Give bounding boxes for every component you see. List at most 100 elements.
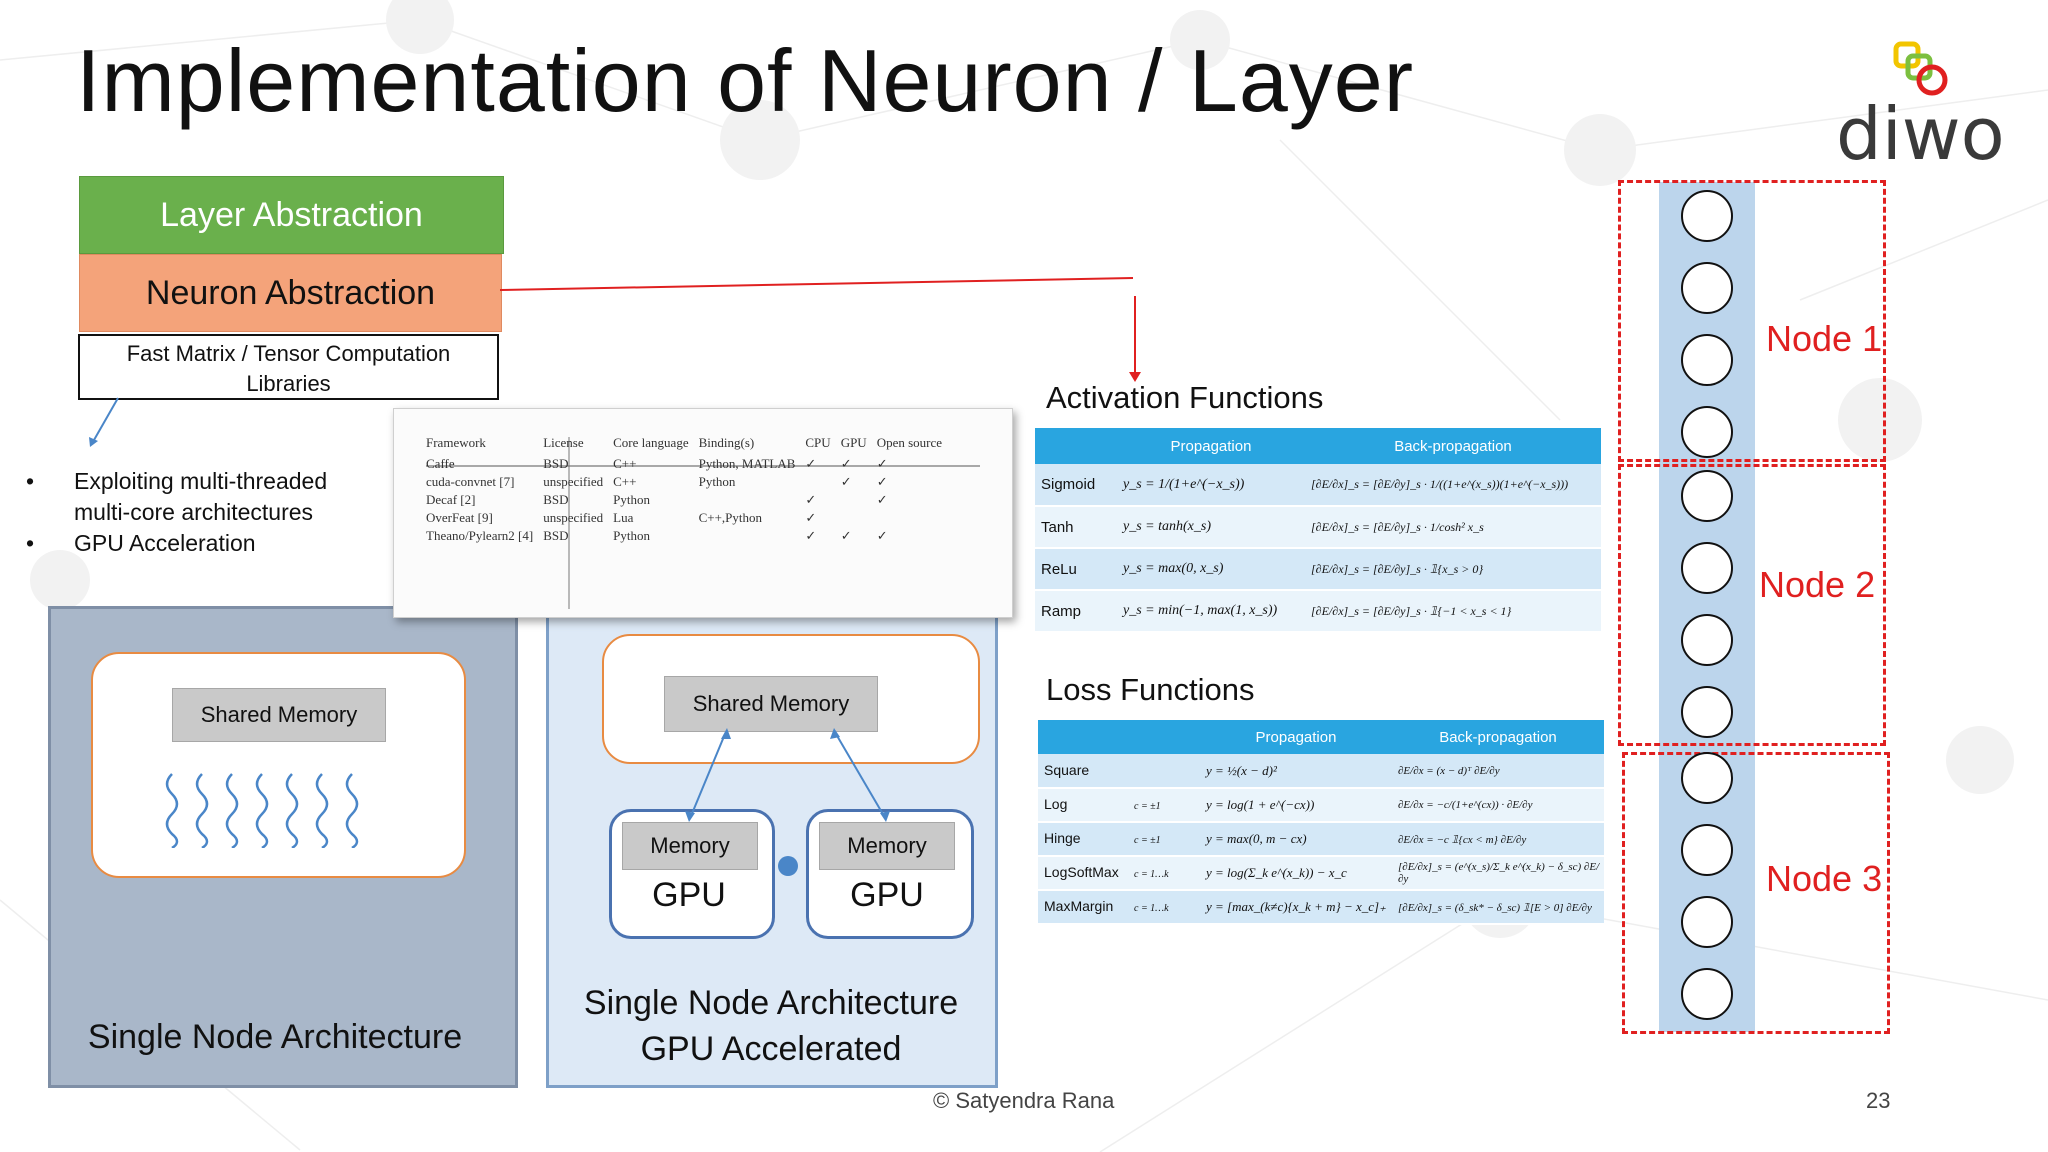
activation-header-backprop: Back-propagation	[1305, 428, 1601, 464]
footer-copyright: © Satyendra Rana	[933, 1088, 1115, 1113]
single-node-caption: Single Node Architecture	[87, 1018, 463, 1056]
framework-cell: C++,Python	[698, 510, 763, 525]
activation-backprop: [∂E/∂x]_s = [∂E/∂y]_s · 𝟙{x_s > 0}	[1305, 548, 1601, 591]
framework-cell	[699, 527, 806, 545]
loss-header-blank	[1038, 720, 1200, 754]
diwo-logo-mark	[1893, 41, 1948, 96]
neuron-abstraction-label: Neuron Abstraction	[145, 273, 436, 312]
gpu1-memory: Memory	[622, 822, 758, 870]
framework-cell: Python	[613, 492, 650, 507]
activation-name: Tanh	[1035, 506, 1117, 549]
bullet-gpu: GPU Acceleration	[26, 528, 327, 559]
loss-backprop: [∂E/∂x]_s = (δ_sk* − δ_sc) 𝟙[E > 0] ∂E/∂…	[1392, 890, 1604, 925]
neuron-circle	[1681, 470, 1733, 522]
framework-header-cell: Binding(s)	[698, 435, 755, 450]
activation-propagation: y_s = max(0, x_s)	[1117, 548, 1305, 591]
node2-label: Node 2	[1759, 564, 1876, 605]
single-node-shared-memory: Shared Memory	[172, 688, 386, 742]
loss-propagation: y = max(0, m − cx)	[1200, 822, 1392, 857]
loss-name: LogSoftMax	[1044, 864, 1119, 880]
neuron-circle	[1681, 686, 1733, 738]
activation-propagation: y_s = 1/(1+e^(−x_s))	[1117, 464, 1305, 507]
framework-cell: Theano/Pylearn2 [4]	[426, 528, 534, 543]
libraries-box: Fast Matrix / Tensor Computation Librari…	[78, 334, 499, 400]
framework-cell: Python	[698, 474, 736, 489]
framework-cell: Python, MATLAB	[698, 456, 796, 471]
neuron-circle	[1681, 542, 1733, 594]
framework-cell: Lua	[613, 510, 634, 525]
framework-cell: BSD	[543, 492, 569, 507]
loss-name: Hinge	[1044, 830, 1081, 846]
framework-cell: ✓	[805, 528, 817, 543]
loss-propagation: y = log(Σ_k e^(x_k)) − x_c	[1200, 856, 1392, 891]
framework-cell: unspecified	[543, 474, 604, 489]
loss-header-backprop: Back-propagation	[1392, 720, 1604, 754]
framework-cell	[699, 491, 806, 509]
framework-cell: ✓	[840, 456, 852, 471]
framework-cell: ✓	[876, 474, 888, 489]
framework-cell: ✓	[876, 528, 888, 543]
framework-cell: BSD	[543, 528, 569, 543]
framework-cell: Decaf [2]	[426, 492, 476, 507]
loss-backprop: ∂E/∂x = −c 𝟙{cx < m} ∂E/∂y	[1392, 822, 1604, 857]
neuron-circle	[1681, 968, 1733, 1020]
neuron-abstraction-box: Neuron Abstraction	[79, 254, 502, 332]
framework-table-rules	[426, 437, 980, 609]
framework-cell: ✓	[805, 492, 817, 507]
loss-class-range: c = 1…k	[1134, 869, 1169, 880]
activation-heading: Activation Functions	[1046, 380, 1324, 415]
node3-region	[1622, 752, 1890, 1034]
activation-backprop: [∂E/∂x]_s = [∂E/∂y]_s · 1/((1+e^(x_s))(1…	[1305, 464, 1601, 507]
framework-cell	[877, 509, 952, 527]
framework-cell: ✓	[805, 456, 817, 471]
activation-propagation: y_s = min(−1, max(1, x_s))	[1117, 590, 1305, 633]
framework-cell: unspecified	[543, 510, 604, 525]
activation-propagation: y_s = tanh(x_s)	[1117, 506, 1305, 549]
loss-heading: Loss Functions	[1046, 672, 1255, 707]
gpu-node-caption: Single Node Architecture GPU Accelerated	[583, 984, 959, 1068]
node3-label: Node 3	[1766, 858, 1883, 899]
framework-header-cell: Open source	[876, 435, 943, 450]
layer-abstraction-box: Layer Abstraction	[79, 176, 504, 254]
framework-cell	[841, 491, 877, 509]
framework-cell: cuda-convnet [7]	[426, 474, 515, 489]
activation-header-propagation: Propagation	[1117, 428, 1305, 464]
framework-cell: BSD	[543, 456, 569, 471]
neuron-circle	[1681, 824, 1733, 876]
framework-cell: Caffe	[426, 456, 455, 471]
loss-backprop: [∂E/∂x]_s = (e^(x_s)/Σ_k e^(x_k) − δ_sc)…	[1392, 856, 1604, 891]
loss-propagation: y = ½(x − d)²	[1200, 754, 1392, 789]
neuron-circle	[1681, 614, 1733, 666]
loss-propagation: y = [max_(k≠c){x_k + m} − x_c]₊	[1200, 890, 1392, 925]
threads-squiggles	[165, 773, 359, 848]
framework-cell: Python	[613, 528, 650, 543]
activation-name: Ramp	[1035, 590, 1117, 633]
page-number: 23	[1866, 1088, 1891, 1113]
framework-cell	[805, 473, 840, 491]
libraries-label-line1: Fast Matrix / Tensor Computation	[126, 341, 451, 366]
framework-header-cell: GPU	[840, 435, 867, 450]
framework-cell: ✓	[840, 474, 852, 489]
interconnect-dot	[778, 856, 798, 876]
loss-propagation: y = log(1 + e^(−cx))	[1200, 788, 1392, 823]
loss-class-range: c = ±1	[1134, 801, 1161, 812]
activation-name: ReLu	[1035, 548, 1117, 591]
framework-cell: OverFeat [9]	[426, 510, 493, 525]
framework-cell: C++	[613, 456, 637, 471]
